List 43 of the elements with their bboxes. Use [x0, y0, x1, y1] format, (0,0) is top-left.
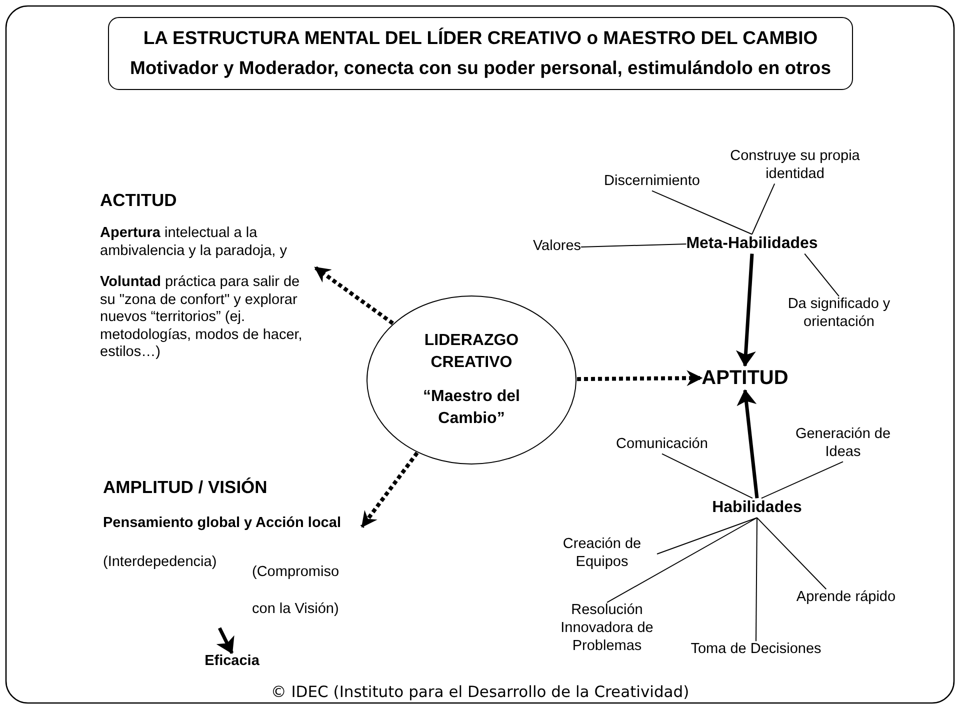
dotted-arrow — [314, 266, 394, 325]
node-label: Eficacia — [204, 653, 260, 671]
paragraph: Apertura intelectual a la ambivalencia y la paradoja, y — [100, 225, 288, 260]
connector-line — [652, 190, 752, 235]
title-box — [108, 17, 853, 90]
node-label: APTITUD — [702, 366, 788, 390]
dotted-arrow — [360, 452, 419, 528]
node-label: Meta-Habilidades — [686, 234, 818, 254]
connector-line — [761, 461, 844, 499]
connector-line — [756, 517, 758, 642]
connector-line — [756, 517, 827, 590]
paragraph: Voluntad práctica para salir de su "zona de confort" y explorar nuevos “territorios” (ej. metodologías, modos de hacer, estilos…) — [100, 274, 304, 362]
subheading: Pensamiento global y Acción local — [103, 515, 341, 533]
note-text: (Interdepedencia) — [103, 554, 217, 572]
node-label: Aprende rápido — [796, 589, 896, 607]
ellipse-subheading: “Maestro del Cambio” — [422, 387, 521, 429]
node-label: Da significado y orientación — [786, 296, 892, 332]
node-label: Generación de Ideas — [794, 426, 892, 462]
arrow — [736, 389, 759, 498]
section-heading: AMPLITUD / VISIÓN — [103, 477, 268, 498]
connector-line — [752, 183, 776, 235]
node-label: Valores — [532, 238, 582, 256]
note-text: (Compromiso con la Visión) — [252, 563, 340, 619]
node-label: Toma de Decisiones — [690, 641, 822, 659]
connector-line — [606, 517, 758, 603]
node-label: Construye su propia identidad — [729, 148, 861, 184]
connector-line — [580, 244, 687, 248]
ellipse-heading: LIDERAZGO CREATIVO — [423, 331, 520, 373]
node-label: Habilidades — [712, 498, 802, 518]
connector-line — [804, 253, 840, 297]
subtitle-text: Motivador y Moderador, conecta con su poder personal, estimulándolo en otros — [130, 56, 832, 80]
node-label: Discernimiento — [604, 173, 700, 191]
connector-line — [656, 517, 758, 554]
connector-line — [662, 453, 753, 499]
dotted-arrow — [576, 370, 703, 386]
node-label: Resolución Innovadora de Problemas — [560, 602, 654, 656]
arrow — [736, 254, 756, 367]
title-text: LA ESTRUCTURA MENTAL DEL LÍDER CREATIVO o MAESTRO DEL CAMBIO — [143, 27, 818, 50]
node-label: Creación de Equipos — [562, 536, 642, 572]
arrow — [216, 627, 234, 654]
copyright-text: © IDEC (Instituto para el Desarrollo de la Creatividad) — [270, 683, 690, 701]
section-heading: ACTITUD — [100, 190, 177, 212]
node-label: Comunicación — [616, 436, 708, 454]
